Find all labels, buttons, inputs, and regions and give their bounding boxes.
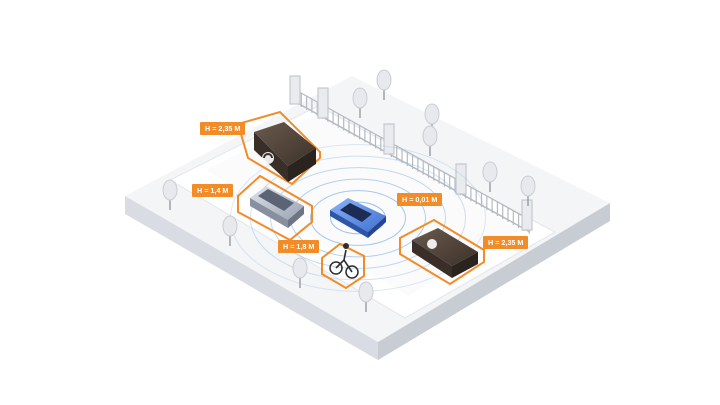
height-label-cyclist: H = 1,8 M [278,240,320,253]
car-blue [330,198,386,238]
radar-ring [310,190,406,246]
tree [358,281,374,312]
tree [292,257,308,288]
tree [376,69,392,100]
height-label-van-left: H = 2,35 M [200,122,246,135]
trees [162,69,536,312]
height-label-van-right: H = 2,35 M [483,236,529,249]
tree [482,161,498,192]
tree [352,87,368,118]
van-left [236,110,321,186]
tree [222,215,238,246]
tree [162,179,178,210]
tree [422,125,438,156]
fence [289,75,533,234]
van-right [399,218,485,286]
radar-ring [270,167,446,269]
cyclist [321,242,365,290]
tree [520,175,536,206]
car-grey [237,174,313,242]
height-label-car-blue: H = 0,01 M [397,193,443,206]
height-label-car-grey: H = 1,4 M [192,184,234,197]
